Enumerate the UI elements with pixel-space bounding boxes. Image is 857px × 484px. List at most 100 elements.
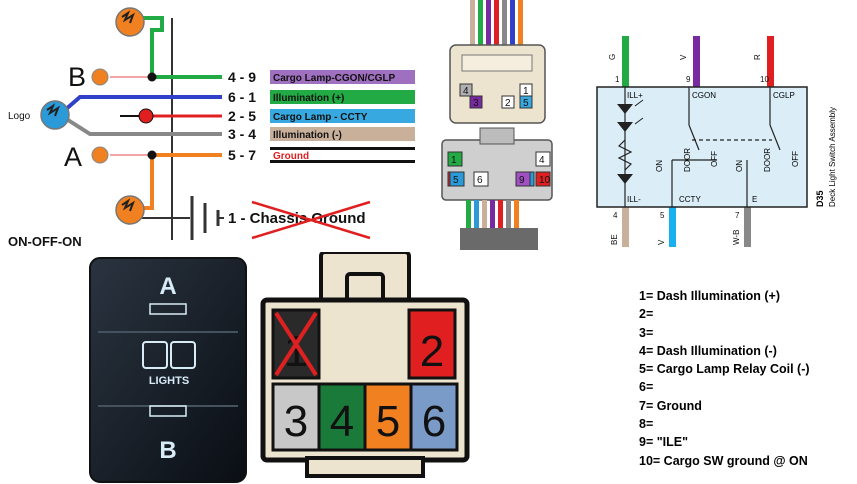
switch-type-label: ON-OFF-ON bbox=[8, 234, 82, 249]
bottom-wire-pin: 4 bbox=[613, 211, 618, 220]
lower-pin-label: 4 bbox=[539, 155, 545, 166]
pin-legend-item: 8= bbox=[639, 417, 654, 432]
bottom-wire-pin: 5 bbox=[660, 211, 665, 220]
part-code-label: D35 bbox=[815, 190, 825, 207]
ill-plus-label: ILL+ bbox=[627, 91, 643, 100]
connection-label: Ground bbox=[273, 151, 309, 162]
top-wire-pin: 10 bbox=[760, 75, 769, 84]
assembly-label: Deck Light Switch Assembly bbox=[828, 107, 837, 207]
e-label: E bbox=[752, 195, 757, 204]
pin-legend-item: 10= Cargo SW ground @ ON bbox=[639, 453, 808, 468]
a-led-icon bbox=[91, 146, 109, 164]
pin-legend-item: 5= Cargo Lamp Relay Coil (-) bbox=[639, 362, 810, 377]
big-bottom-pin-label: 6 bbox=[422, 397, 446, 446]
lower-pin-cell bbox=[515, 171, 531, 187]
lower-pin-label: 6 bbox=[477, 175, 483, 186]
connector-top-wires bbox=[470, 0, 523, 50]
pin-legend-item: 6= bbox=[639, 380, 654, 395]
upper-pin-label: 1 bbox=[523, 86, 529, 97]
logo-bulb-icon bbox=[40, 100, 70, 130]
cglp-label: CGLP bbox=[773, 91, 795, 100]
connection-label: Illumination (-) bbox=[273, 130, 342, 141]
connection-pins: 2 - 5 bbox=[228, 108, 256, 124]
pin-legend: 1= Dash Illumination (+) 2= 3= 4= Dash Illu… bbox=[639, 287, 810, 470]
bottom-bulb-icon bbox=[115, 195, 145, 225]
upper-pin-label: 2 bbox=[505, 98, 511, 109]
schematic-top-wire bbox=[622, 36, 629, 87]
lower-connector-body bbox=[441, 139, 553, 201]
connection-label-bg bbox=[270, 90, 415, 104]
connection-pins: 5 - 7 bbox=[228, 147, 256, 163]
lower-pin-cell bbox=[449, 171, 465, 187]
lights-right-icon bbox=[170, 341, 196, 369]
lower-pin-label: 9 bbox=[519, 175, 525, 186]
top-wire-pin: 1 bbox=[615, 75, 620, 84]
connection-label-bar bbox=[270, 160, 415, 163]
pin-legend-item: 9= "ILE" bbox=[639, 435, 689, 450]
connection-label-bg bbox=[270, 147, 415, 150]
switch-b-label: B bbox=[159, 437, 176, 464]
top-bulb-icon bbox=[115, 7, 145, 37]
top-wire-color: R bbox=[753, 54, 762, 60]
chassis-ground-icon bbox=[172, 196, 224, 240]
schematic-bottom-wire bbox=[669, 207, 676, 247]
schematic-bottom-wire bbox=[744, 207, 751, 247]
pin-legend-item: 1= Dash Illumination (+) bbox=[639, 289, 780, 303]
lower-pin-cell bbox=[535, 171, 551, 187]
bottom-wire-color: W-B bbox=[732, 230, 741, 245]
big-top-pin-label: 1 bbox=[284, 327, 308, 376]
wire-6-1 bbox=[63, 95, 222, 112]
switch-lights-label: LIGHTS bbox=[149, 375, 189, 387]
red-led-dot bbox=[138, 108, 154, 124]
on-label-2: ON bbox=[735, 160, 744, 172]
lower-pin-cell bbox=[473, 171, 489, 187]
resistor-icon bbox=[617, 139, 633, 171]
side-a-label: A bbox=[64, 142, 82, 172]
door-label-1: DOOR bbox=[683, 148, 692, 172]
schematic-bottom-wire bbox=[622, 207, 629, 247]
top-wire-pin: 9 bbox=[686, 75, 691, 84]
pin-legend-item: 4= Dash Illumination (-) bbox=[639, 343, 777, 358]
top-green-wire bbox=[137, 16, 164, 77]
lower-connector-latch bbox=[479, 127, 515, 145]
off-label-2: OFF bbox=[791, 151, 800, 167]
lower-pin-label: 10 bbox=[539, 175, 551, 186]
pin-legend-item: 2= bbox=[639, 307, 654, 322]
connection-label: Cargo Lamp-CGON/CGLP bbox=[273, 73, 396, 84]
connection-label-bg bbox=[270, 70, 415, 84]
b-led-icon bbox=[91, 68, 109, 86]
cgon-label: CGON bbox=[692, 91, 716, 100]
pin-legend-item: 3= bbox=[639, 325, 654, 340]
schematic-box bbox=[596, 86, 808, 208]
bottom-wire-color: V bbox=[657, 239, 666, 245]
big-bottom-pin-cell bbox=[271, 382, 321, 452]
connection-pins: 6 - 1 bbox=[228, 89, 256, 105]
upper-pin-label: 4 bbox=[463, 86, 469, 97]
big-bottom-pin-cell bbox=[409, 382, 459, 452]
ground-cross-out bbox=[251, 200, 371, 240]
ill-minus-label: ILL- bbox=[627, 195, 641, 204]
bottom-wire-pin: 7 bbox=[735, 211, 740, 220]
side-b-label: B bbox=[68, 62, 86, 92]
connector-bottom-wires bbox=[460, 200, 538, 250]
off-label-1: OFF bbox=[710, 151, 719, 167]
bottom-wire-color: BE bbox=[610, 234, 619, 245]
switch-a-label: A bbox=[159, 273, 176, 300]
big-bottom-pin-label: 5 bbox=[376, 397, 400, 446]
upper-pin-cell bbox=[459, 83, 473, 97]
connection-pins: 3 - 4 bbox=[228, 126, 256, 142]
pin-legend-item: 7= Ground bbox=[639, 398, 702, 413]
big-top-pin-cell bbox=[407, 308, 457, 380]
connection-label-bg bbox=[270, 109, 415, 123]
junction-dot bbox=[147, 72, 157, 82]
top-wire-color: V bbox=[679, 54, 688, 60]
lower-pin-label: 5 bbox=[453, 175, 459, 186]
connection-label: Illumination (+) bbox=[273, 93, 344, 104]
top-wire-color: G bbox=[608, 54, 617, 60]
connection-label: Cargo Lamp - CCTY bbox=[273, 112, 368, 123]
b-lamp-icon bbox=[149, 405, 187, 417]
schematic-top-wire bbox=[767, 36, 774, 87]
